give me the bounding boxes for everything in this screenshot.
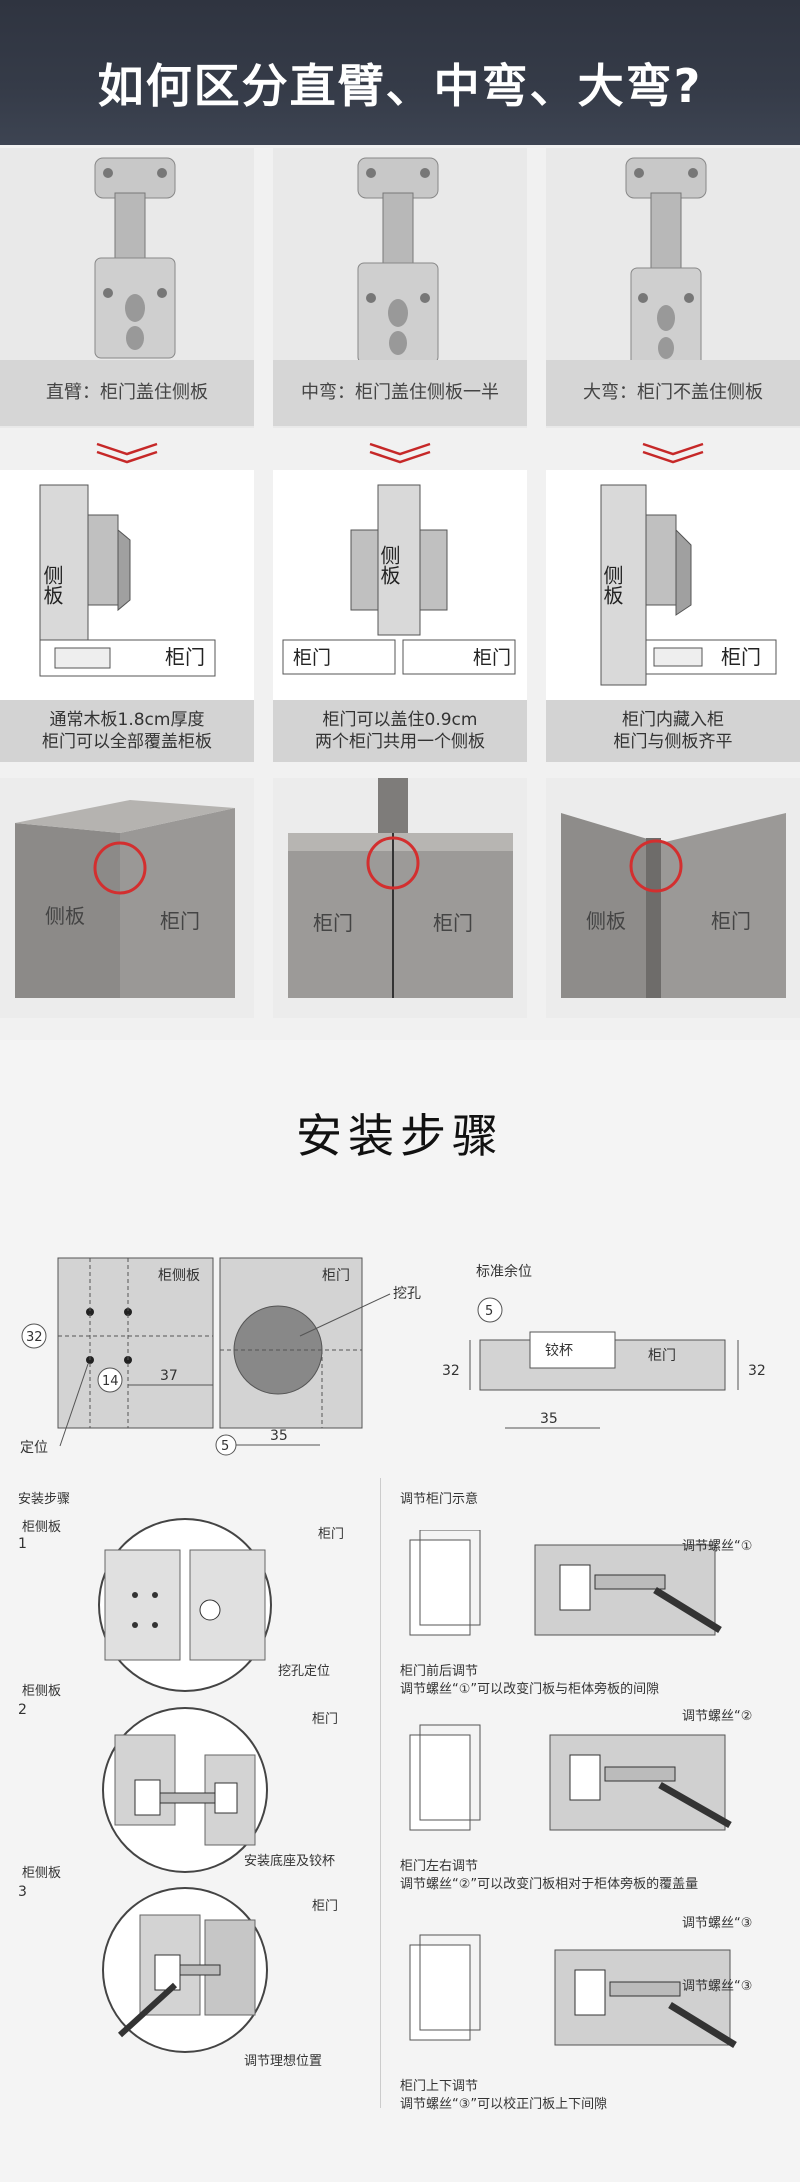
adjust-1-title: 柜门前后调节 xyxy=(400,1664,479,1679)
diagram-half: 侧板 柜门 柜门 xyxy=(273,470,527,700)
hinge-label-straight: 直臂：柜门盖住侧板 xyxy=(0,360,254,426)
step-1-side: 柜侧板 xyxy=(22,1520,62,1535)
wood-photo-straight: 侧板 柜门 xyxy=(0,778,254,1018)
step-1-diagram xyxy=(98,1518,272,1692)
step-3-caption: 调节理想位置 xyxy=(244,2054,323,2069)
adjust-2-screw: 调节螺丝“② xyxy=(682,1709,753,1724)
adjust-3-screw-1: 调节螺丝“③ xyxy=(682,1916,753,1931)
page-title: 如何区分直臂、中弯、大弯? xyxy=(97,59,703,113)
wood-photo-half: 柜门 柜门 xyxy=(273,778,527,1018)
step-3-door: 柜门 xyxy=(312,1899,339,1914)
locate-label: 定位 xyxy=(20,1440,48,1456)
step-2-number: 2 xyxy=(18,1702,27,1718)
note-line: 柜门可以盖住0.9cm xyxy=(322,710,478,730)
margin-label: 标准余位 xyxy=(476,1263,532,1280)
note-inset: 柜门内藏入柜 柜门与侧板齐平 xyxy=(546,700,800,762)
side-panel-text: 侧板 xyxy=(600,565,624,605)
door2-label: 柜门 xyxy=(648,1348,676,1364)
hinge-label-half: 中弯：柜门盖住侧板一半 xyxy=(273,360,527,426)
diagram-straight: 侧板 柜门 xyxy=(0,470,254,700)
step-3-number: 3 xyxy=(18,1884,27,1900)
header-banner: 如何区分直臂、中弯、大弯? xyxy=(0,0,800,145)
hole-label: 挖孔 xyxy=(393,1286,421,1302)
wood-photo-inset: 侧板 柜门 xyxy=(546,778,800,1018)
wood-right-text: 柜门 xyxy=(160,909,200,933)
hinge-label-inset: 大弯：柜门不盖住侧板 xyxy=(546,360,800,426)
adjust-3-title: 柜门上下调节 xyxy=(400,2079,479,2094)
step-1-door: 柜门 xyxy=(318,1527,345,1542)
dim-32c: 32 xyxy=(748,1363,766,1379)
dim-37: 37 xyxy=(160,1368,178,1384)
adjust-3-diagram xyxy=(409,1934,737,2048)
door-text: 柜门 xyxy=(473,647,511,669)
adjust-3-desc: 调节螺丝“③”可以校正门板上下间隙 xyxy=(400,2097,608,2112)
wood-left-text: 柜门 xyxy=(313,911,353,935)
step-2-diagram xyxy=(102,1707,268,1873)
note-line: 柜门内藏入柜 xyxy=(622,710,724,730)
wood-left-text: 侧板 xyxy=(586,909,626,933)
adjust-2-title: 柜门左右调节 xyxy=(400,1859,479,1874)
door-text: 柜门 xyxy=(721,645,761,669)
diagram-inset: 侧板 柜门 xyxy=(546,470,800,700)
dim-32: 32 xyxy=(26,1330,43,1345)
side-panel-text: 侧板 xyxy=(377,545,401,585)
hinge-inset-icon xyxy=(625,157,707,369)
door-label: 柜门 xyxy=(322,1268,350,1284)
chevron-down-icon xyxy=(546,440,800,464)
door-text: 柜门 xyxy=(293,647,331,669)
step-3-diagram xyxy=(102,1887,268,2053)
step-2-door: 柜门 xyxy=(312,1712,339,1727)
hinge-half-icon xyxy=(357,157,439,364)
dim-35b: 35 xyxy=(540,1411,558,1427)
note-straight: 通常木板1.8cm厚度 柜门可以全部覆盖柜板 xyxy=(0,700,254,762)
adjust-1-screw: 调节螺丝“① xyxy=(682,1539,753,1554)
side-panel-label: 柜侧板 xyxy=(158,1268,200,1284)
dim-14: 14 xyxy=(102,1374,119,1389)
dim-5: 5 xyxy=(221,1439,229,1454)
chevron-down-icon xyxy=(0,440,254,464)
adjust-2-diagram xyxy=(409,1724,732,1831)
adjust-heading: 调节柜门示意 xyxy=(400,1492,479,1507)
step-2-caption: 安装底座及铰杯 xyxy=(244,1854,336,1869)
side-panel-text: 侧板 xyxy=(40,565,64,605)
chevron-down-icon xyxy=(273,440,527,464)
steps-heading: 安装步骤 xyxy=(18,1492,71,1507)
wood-right-text: 柜门 xyxy=(711,909,751,933)
note-line: 柜门与侧板齐平 xyxy=(613,732,733,752)
note-half: 柜门可以盖住0.9cm 两个柜门共用一个侧板 xyxy=(273,700,527,762)
dim-32b: 32 xyxy=(442,1363,460,1379)
adjust-2-desc: 调节螺丝“②”可以改变门板相对于柜体旁板的覆盖量 xyxy=(400,1877,699,1892)
hinge-straight-icon xyxy=(94,157,176,359)
note-line: 两个柜门共用一个侧板 xyxy=(315,732,485,752)
step-1-caption: 挖孔定位 xyxy=(278,1664,331,1679)
step-2-side: 柜侧板 xyxy=(22,1684,62,1699)
drilling-diagram: 柜侧板 32 14 37 定位 柜门 挖孔 5 35 标准余位 5 铰杯 柜门 … xyxy=(20,1257,766,1456)
door-text: 柜门 xyxy=(165,645,205,669)
adjust-3-screw-2: 调节螺丝“③ xyxy=(682,1979,753,1994)
wood-left-text: 侧板 xyxy=(45,904,85,928)
adjust-1-desc: 调节螺丝“①”可以改变门板与柜体旁板的间隙 xyxy=(400,1682,660,1697)
section-divider xyxy=(380,1478,381,2108)
dim-35: 35 xyxy=(270,1428,288,1444)
note-line: 柜门可以全部覆盖柜板 xyxy=(42,732,212,752)
dim-5b: 5 xyxy=(485,1304,493,1319)
note-line: 通常木板1.8cm厚度 xyxy=(49,710,205,730)
adjust-1-diagram xyxy=(409,1530,722,1636)
cup-label: 铰杯 xyxy=(545,1343,573,1359)
wood-right-text: 柜门 xyxy=(433,911,473,935)
step-3-side: 柜侧板 xyxy=(22,1866,62,1881)
install-title: 安装步骤 xyxy=(296,1109,504,1163)
step-1-number: 1 xyxy=(18,1536,27,1552)
